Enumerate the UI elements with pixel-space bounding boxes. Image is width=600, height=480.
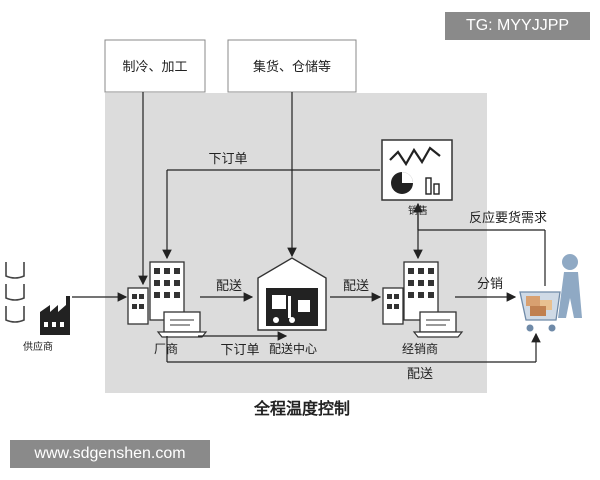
feedback-label: 反应要货需求 bbox=[469, 210, 547, 226]
sale-label: 分销 bbox=[477, 277, 503, 292]
connectors bbox=[72, 92, 546, 363]
distribution-center-icon bbox=[257, 257, 327, 331]
supplier-label: 供应商 bbox=[23, 340, 53, 353]
deliver-label-bottom: 配送 bbox=[407, 367, 433, 382]
collection-label: 集货、仓储等 bbox=[253, 59, 331, 75]
watermark-bottom: www.sdgenshen.com bbox=[10, 440, 210, 468]
refrigeration-box bbox=[104, 39, 206, 93]
distributor-laptop-icon bbox=[412, 311, 464, 338]
distributor-building-icon bbox=[382, 261, 439, 325]
watermark-top: TG: MYYJJPP bbox=[445, 12, 590, 40]
order-label-top: 下订单 bbox=[208, 152, 247, 167]
supplier-icon bbox=[5, 262, 70, 335]
manufacturer-building-icon bbox=[127, 261, 185, 325]
deliver-label-2: 配送 bbox=[343, 279, 369, 294]
order-label-bottom: 下订单 bbox=[220, 343, 259, 358]
distributor-label: 经销商 bbox=[402, 341, 438, 356]
manufacturer-label: 厂商 bbox=[154, 341, 178, 356]
collection-box bbox=[227, 39, 357, 93]
shopper-icon bbox=[519, 254, 582, 332]
sales-monitor-icon bbox=[381, 139, 453, 201]
diagram-title: 全程温度控制 bbox=[253, 399, 350, 418]
distribution-center-label: 配送中心 bbox=[269, 341, 317, 356]
manufacturer-laptop-icon bbox=[156, 311, 208, 338]
deliver-label-1: 配送 bbox=[216, 279, 242, 294]
refrigeration-label: 制冷、加工 bbox=[122, 60, 187, 75]
